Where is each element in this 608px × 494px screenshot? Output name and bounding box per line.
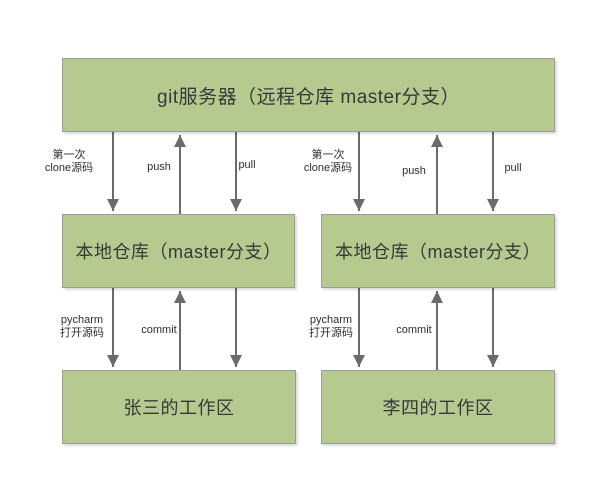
push-label-right: push xyxy=(402,165,426,177)
open-source-label-right: pycharm 打开源码 xyxy=(309,314,353,339)
pull-label-right: pull xyxy=(504,162,522,174)
open-source-label-left: pycharm 打开源码 xyxy=(60,314,104,339)
git-server-label: git服务器（远程仓库 master分支） xyxy=(157,86,460,108)
clone-label-right: 第一次 clone源码 xyxy=(303,149,353,174)
clone-label-left: 第一次 clone源码 xyxy=(44,149,94,174)
git-server-box: git服务器（远程仓库 master分支） xyxy=(62,58,555,132)
workspace-box-right: 李四的工作区 xyxy=(321,370,555,444)
commit-label-right: commit xyxy=(396,324,432,336)
local-repo-label-left: 本地仓库（master分支） xyxy=(75,242,282,262)
local-repo-box-left: 本地仓库（master分支） xyxy=(62,214,295,288)
push-label-left: push xyxy=(147,161,171,173)
local-repo-label-right: 本地仓库（master分支） xyxy=(334,242,541,262)
workspace-box-left: 张三的工作区 xyxy=(62,370,296,444)
local-repo-box-right: 本地仓库（master分支） xyxy=(321,214,555,288)
workspace-label-left: 张三的工作区 xyxy=(123,398,235,418)
workspace-label-right: 李四的工作区 xyxy=(382,398,494,418)
pull-label-left: pull xyxy=(238,159,256,171)
commit-label-left: commit xyxy=(141,324,177,336)
